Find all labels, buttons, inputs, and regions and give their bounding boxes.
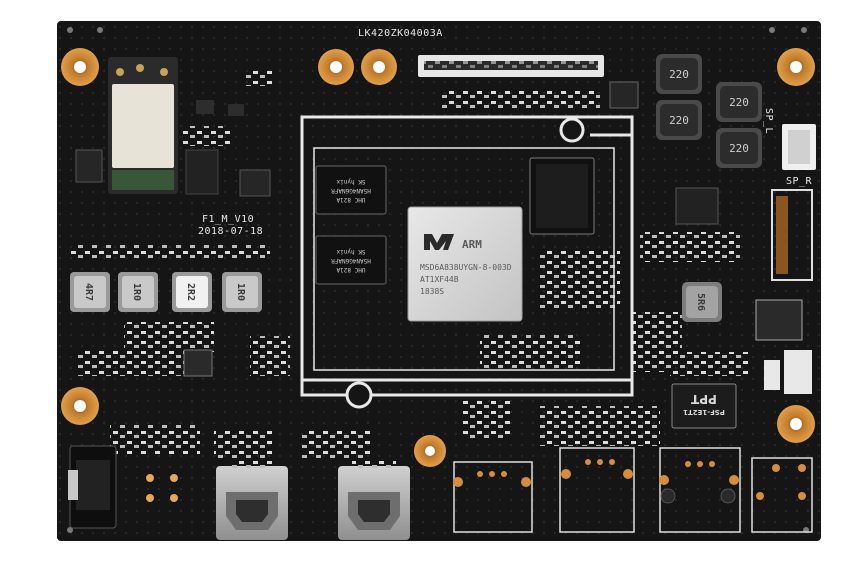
passive-cluster xyxy=(250,336,290,376)
soc-line-2: AT1XF44B xyxy=(420,275,459,284)
memory-chip-1: SK hynix H5AN4G6NAFR UHC 821A xyxy=(315,165,387,215)
connector-footprints xyxy=(453,447,813,533)
ethernet-transformer: PPT PSF-1E2T1 xyxy=(671,383,737,429)
mounting-hole xyxy=(373,61,385,73)
passive-cluster xyxy=(540,406,660,446)
inductor-label: 220 xyxy=(729,96,749,109)
board-model-label: F1_M_V10 xyxy=(202,214,254,225)
passive-cluster xyxy=(78,350,188,376)
left-inductors: 4R7 1R0 2R2 1R0 xyxy=(70,272,262,312)
mounting-hole xyxy=(790,418,802,430)
soc-brand: ARM xyxy=(462,238,482,251)
mounting-hole xyxy=(330,61,342,73)
passive-cluster xyxy=(70,245,270,261)
inductor-label: 2R2 xyxy=(185,283,196,301)
inductor-label: 4R7 xyxy=(83,283,94,301)
passive-cluster xyxy=(124,322,214,352)
mounting-hole xyxy=(74,400,86,412)
mounting-holes xyxy=(61,48,815,467)
mounting-hole xyxy=(790,61,802,73)
inductor-label: 5R6 xyxy=(695,293,706,311)
shield-outline xyxy=(300,115,634,397)
fpc-connector xyxy=(418,55,604,77)
passive-cluster xyxy=(300,430,370,460)
passive-cluster xyxy=(640,232,740,262)
via xyxy=(97,27,103,33)
transformer-part: PSF-1E2T1 xyxy=(683,408,725,416)
passive-cluster xyxy=(540,250,620,310)
footprint-holes xyxy=(660,488,736,504)
power-inductors-right: 220 220 220 220 5R6 xyxy=(656,54,762,322)
board-date-label: 2018-07-18 xyxy=(198,226,263,237)
passive-clusters xyxy=(70,70,750,460)
passive-cluster xyxy=(480,334,580,370)
hdmi-connector-2 xyxy=(338,458,410,540)
passive-cluster xyxy=(182,126,232,146)
inductor-label: 220 xyxy=(669,68,689,81)
via xyxy=(67,27,73,33)
memory-chip-text: SK hynix xyxy=(336,248,365,255)
mounting-hole xyxy=(425,446,435,456)
flash-chip xyxy=(529,157,595,235)
soc-line-3: 1838S xyxy=(420,287,444,296)
speaker-connector xyxy=(782,124,816,170)
via xyxy=(801,27,807,33)
memory-chip-text: H5AN4G6NAFR xyxy=(331,257,371,264)
passive-cluster xyxy=(244,70,274,86)
soc-chip: ARM MSD6A838UYGN-8-003D AT1XF44B 1838S xyxy=(407,206,523,322)
inductor-label: 1R0 xyxy=(131,283,142,301)
memory-chip-text: UHC 821A xyxy=(336,266,365,273)
ics-right xyxy=(183,81,812,394)
via xyxy=(67,527,73,533)
passive-cluster xyxy=(462,400,512,440)
memory-chip-text: UHC 821A xyxy=(336,196,365,203)
speaker-left-label: SP_L xyxy=(763,108,774,134)
board-top-code: LK420ZK04003A xyxy=(358,28,443,39)
antenna-pad xyxy=(136,64,144,72)
mounting-hole xyxy=(74,61,86,73)
passive-cluster xyxy=(214,430,274,460)
speaker-right-label: SP_R xyxy=(786,176,813,187)
transformer-brand: PPT xyxy=(690,392,717,406)
passive-cluster xyxy=(670,352,750,376)
soc-line-1: MSD6A838UYGN-8-003D xyxy=(420,263,512,272)
right-header xyxy=(771,189,813,281)
shield-hole xyxy=(559,117,585,143)
wifi-module xyxy=(108,57,178,194)
inductor-label: 220 xyxy=(729,142,749,155)
pad-group xyxy=(146,474,178,502)
audio-jack xyxy=(68,445,117,529)
passive-cluster xyxy=(110,424,200,454)
memory-chip-2: SK hynix H5AN4G6NAFR UHC 821A xyxy=(315,235,387,285)
inductor-label: 220 xyxy=(669,114,689,127)
shield-hole xyxy=(345,381,373,409)
inductor-label: 1R0 xyxy=(235,283,246,301)
memory-chip-text: H5AN4G6NAFR xyxy=(331,187,371,194)
antenna-pad xyxy=(116,68,124,76)
footprint-pads xyxy=(453,459,806,500)
antenna-pad xyxy=(160,68,168,76)
passive-cluster xyxy=(440,90,600,110)
soc-logo-icon xyxy=(424,234,454,250)
hdmi-connector-1 xyxy=(216,458,288,540)
memory-chip-text: SK hynix xyxy=(336,178,365,185)
via xyxy=(769,27,775,33)
small-ics-left xyxy=(75,100,271,197)
